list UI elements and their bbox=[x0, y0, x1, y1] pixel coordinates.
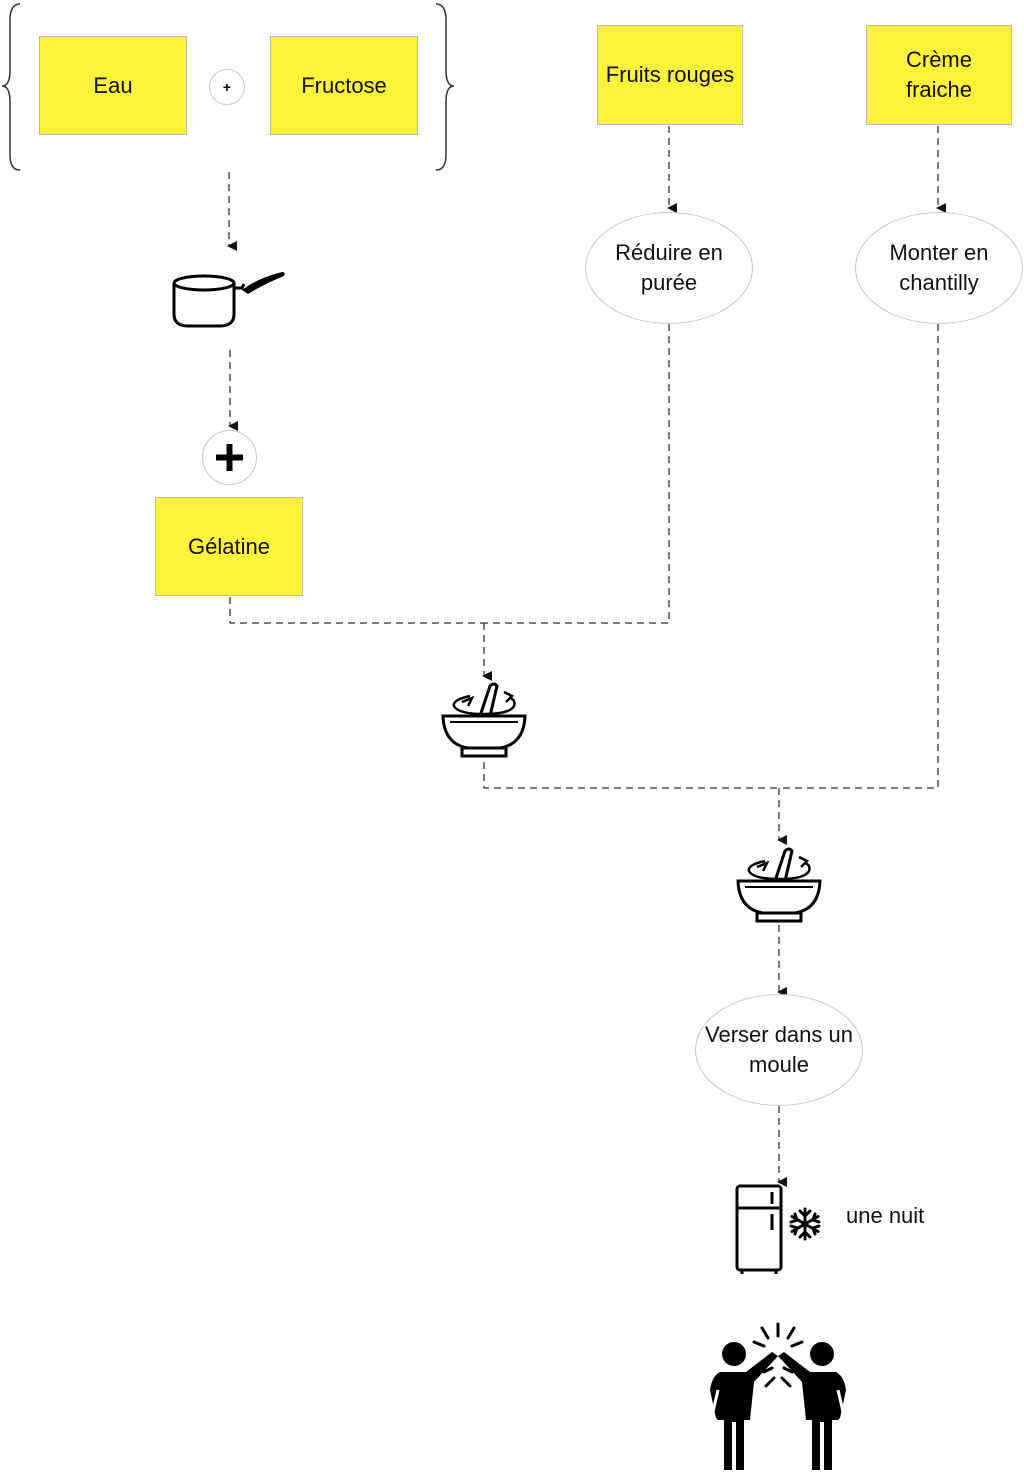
step-whip-ellipse: Monter en chantilly bbox=[855, 212, 1023, 324]
ingredient-cream-note: Crème fraiche bbox=[866, 25, 1012, 125]
connector-puree-to-bowl1 bbox=[484, 324, 670, 624]
ingredient-water-note: Eau bbox=[39, 36, 187, 135]
ingredient-red-fruits-note: Fruits rouges bbox=[597, 25, 743, 125]
left-brace bbox=[1, 3, 21, 171]
fridge-duration-label: une nuit bbox=[846, 1203, 925, 1228]
step-pour-ellipse: Verser dans un moule bbox=[695, 994, 863, 1106]
connector-bowl1-to-bowl2 bbox=[483, 762, 779, 789]
snowflake-icon bbox=[789, 1207, 821, 1241]
mixing-bowl-icon bbox=[736, 847, 822, 923]
small-plus-icon: + bbox=[209, 69, 245, 105]
connector-gelatin-to-bowl1 bbox=[229, 597, 484, 624]
ingredient-fructose-note: Fructose bbox=[270, 36, 418, 135]
fridge-icon bbox=[735, 1184, 783, 1274]
high-five-icon bbox=[710, 1322, 846, 1470]
ingredient-gelatin-note: Gélatine bbox=[155, 497, 303, 596]
saucepan-icon bbox=[172, 272, 285, 328]
connector-whip-to-bowl2 bbox=[779, 324, 939, 789]
plus-icon bbox=[202, 430, 257, 485]
step-puree-ellipse: Réduire en purée bbox=[585, 212, 753, 324]
mixing-bowl-icon bbox=[441, 682, 527, 758]
right-brace bbox=[435, 3, 455, 171]
